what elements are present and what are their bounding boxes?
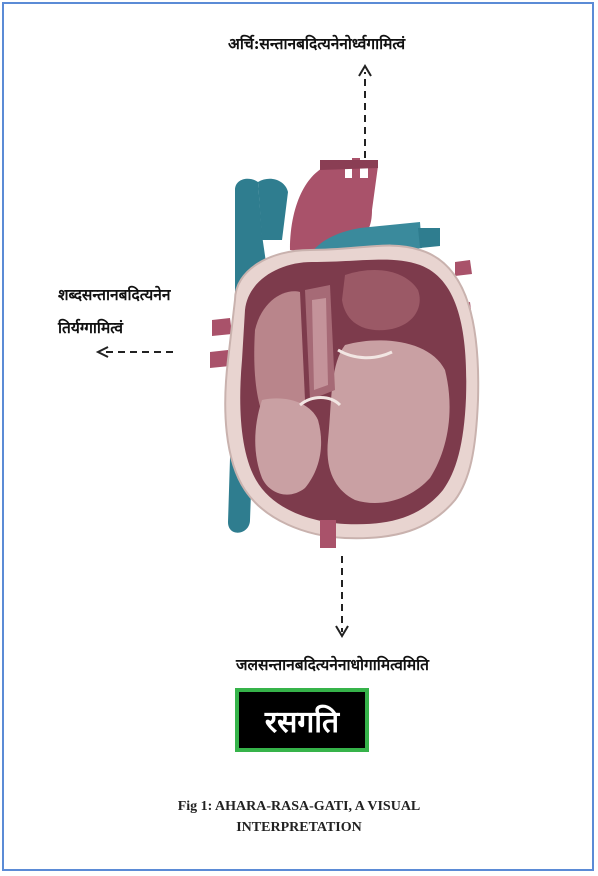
arrow-up-icon [359, 66, 371, 158]
figure-caption-line1: Fig 1: AHARA-RASA-GATI, A VISUAL [0, 799, 598, 815]
heart-illustration [210, 158, 478, 548]
rasagati-title-box: रसगति [235, 688, 369, 752]
figure-caption-line2: INTERPRETATION [0, 820, 598, 836]
rasagati-title-text: रसगति [265, 700, 339, 741]
arrow-down-icon [336, 556, 348, 636]
arrow-left-icon [98, 347, 173, 357]
